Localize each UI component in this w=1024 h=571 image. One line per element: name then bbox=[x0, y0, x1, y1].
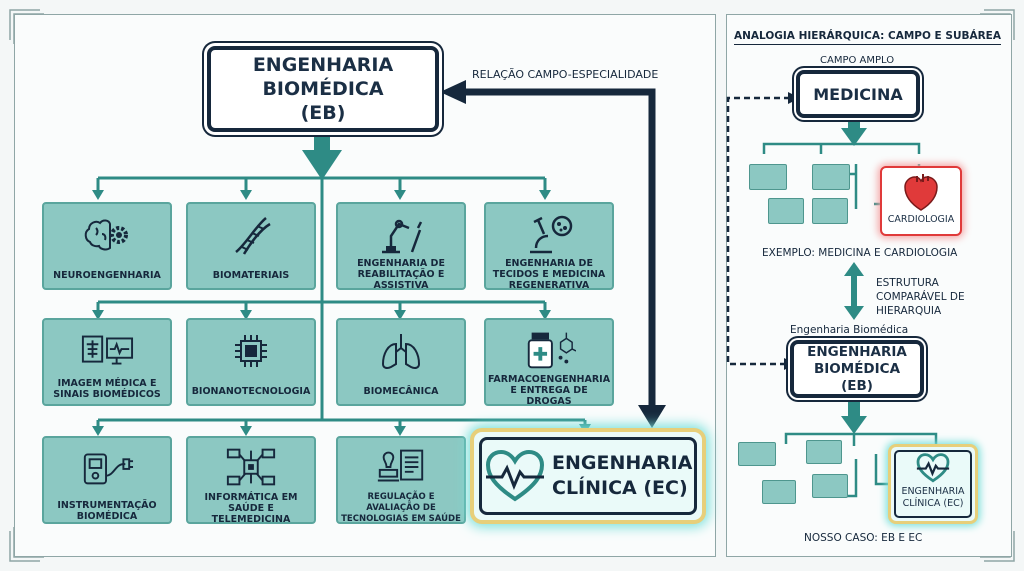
subarea-tile-10: REGULAÇÃO E AVALIAÇÃO DE TECNOLOGIAS EM … bbox=[336, 436, 466, 524]
ec-small-node: ENGENHARIA CLÍNICA (EC) bbox=[888, 444, 978, 524]
xray-monitor-icon bbox=[80, 328, 134, 374]
subarea-label: INFORMÁTICA EM SAÚDE E TELEMEDICINA bbox=[204, 492, 298, 525]
placeholder-box bbox=[768, 198, 804, 224]
device-plug-icon bbox=[80, 446, 134, 488]
root-node-eb: ENGENHARIA BIOMÉDICA (EB) bbox=[207, 46, 439, 132]
medicine-node: MEDICINA bbox=[796, 70, 920, 118]
subarea-label: FARMACOENGENHARIA E ENTREGA DE DROGAS bbox=[487, 374, 611, 407]
example-label: EXEMPLO: MEDICINA E CARDIOLOGIA bbox=[762, 247, 958, 259]
subarea-tile-0: NEUROENGENHARIA bbox=[42, 202, 172, 290]
cardiology-label: CARDIOLOGIA bbox=[887, 214, 955, 225]
network-icon bbox=[224, 446, 278, 488]
subarea-tile-2: ENGENHARIA DE REABILITAÇÃO E ASSISTIVA bbox=[336, 202, 466, 291]
subarea-label: ENGENHARIA DE REABILITAÇÃO E ASSISTIVA bbox=[357, 258, 445, 291]
medicine-bottle-icon bbox=[522, 328, 576, 370]
eb-node: ENGENHARIA BIOMÉDICA (EB) bbox=[790, 340, 924, 398]
eb-caption: Engenharia Biomédica bbox=[790, 324, 909, 336]
subarea-label: INSTRUMENTAÇÃO BIOMÉDICA bbox=[57, 500, 157, 522]
cardiology-node: CARDIOLOGIA bbox=[880, 166, 962, 236]
subarea-label: BIOMATERIAIS bbox=[212, 270, 290, 281]
main-connectors bbox=[92, 80, 666, 436]
subarea-tile-5: BIONANOTECNOLOGIA bbox=[186, 318, 316, 406]
heart-organ-icon bbox=[904, 174, 938, 211]
placeholder-box bbox=[812, 198, 848, 224]
stamp-document-icon bbox=[374, 446, 428, 488]
robot-arm-icon bbox=[374, 212, 428, 254]
placeholder-box bbox=[812, 474, 848, 498]
subarea-tile-7: FARMACOENGENHARIA E ENTREGA DE DROGAS bbox=[484, 318, 614, 407]
placeholder-box bbox=[749, 164, 787, 190]
medicine-title: MEDICINA bbox=[813, 84, 903, 104]
subarea-label: BIOMECÂNICA bbox=[363, 386, 439, 397]
heart-pulse-icon bbox=[916, 453, 950, 483]
subarea-tile-3: ENGENHARIA DE TECIDOS E MEDICINA REGENER… bbox=[484, 202, 614, 291]
broad-field-label: CAMPO AMPLO bbox=[820, 55, 895, 66]
subarea-label: BIONANOTECNOLOGIA bbox=[191, 386, 311, 397]
subarea-label: ENGENHARIA DE TECIDOS E MEDICINA REGENER… bbox=[492, 258, 606, 291]
subarea-tile-9: INFORMÁTICA EM SAÚDE E TELEMEDICINA bbox=[186, 436, 316, 525]
analogy-title: ANALOGIA HIERÁRQUICA: CAMPO E SUBÁREA bbox=[734, 30, 1001, 45]
relation-label: RELAÇÃO CAMPO-ESPECIALIDADE bbox=[472, 68, 659, 81]
chip-icon bbox=[224, 328, 278, 374]
subarea-tile-8: INSTRUMENTAÇÃO BIOMÉDICA bbox=[42, 436, 172, 524]
subarea-tile-1: BIOMATERIAIS bbox=[186, 202, 316, 290]
placeholder-box bbox=[812, 164, 850, 190]
subarea-label: REGULAÇÃO E AVALIAÇÃO DE TECNOLOGIAS EM … bbox=[341, 492, 461, 524]
placeholder-box bbox=[738, 442, 776, 466]
subarea-tile-6: BIOMECÂNICA bbox=[336, 318, 466, 406]
placeholder-box bbox=[762, 480, 796, 504]
subarea-label: IMAGEM MÉDICA E SINAIS BIOMÉDICOS bbox=[53, 378, 161, 400]
our-case-label: NOSSO CASO: EB E EC bbox=[804, 532, 923, 544]
dna-icon bbox=[224, 212, 278, 258]
subarea-label: NEUROENGENHARIA bbox=[53, 270, 161, 281]
lungs-icon bbox=[374, 328, 428, 374]
placeholder-box bbox=[806, 440, 842, 464]
subarea-tile-4: IMAGEM MÉDICA E SINAIS BIOMÉDICOS bbox=[42, 318, 172, 406]
highlight-ec-node: ENGENHARIA CLÍNICA (EC) bbox=[470, 428, 706, 524]
microscope-icon bbox=[522, 212, 576, 254]
brain-gear-icon bbox=[80, 212, 134, 258]
comparable-label: ESTRUTURA COMPARÁVEL DE HIERARQUIA bbox=[876, 277, 965, 317]
ec-small-label: ENGENHARIA CLÍNICA (EC) bbox=[901, 486, 965, 509]
eb-title: ENGENHARIA BIOMÉDICA (EB) bbox=[807, 343, 907, 394]
root-title: ENGENHARIA BIOMÉDICA (EB) bbox=[252, 54, 394, 124]
heart-pulse-icon bbox=[485, 449, 545, 502]
highlight-ec-title: ENGENHARIA CLÍNICA (EC) bbox=[552, 452, 693, 499]
